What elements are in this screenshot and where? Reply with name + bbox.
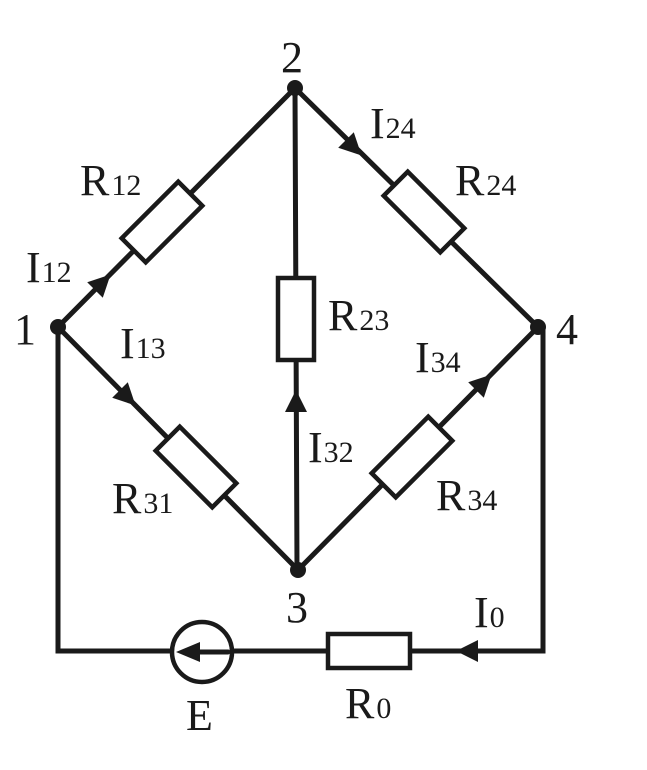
node-3-dot	[290, 562, 306, 578]
label-i32-sub: 32	[324, 436, 354, 469]
label-i34: I34	[415, 333, 461, 382]
node-2-dot	[287, 80, 303, 96]
label-r23-sub: 23	[359, 304, 389, 337]
resistor-r31	[152, 423, 240, 511]
label-i34-letter: I	[415, 333, 430, 382]
node-4-label: 4	[556, 305, 578, 354]
label-r0-sub: 0	[376, 692, 391, 725]
label-i0-letter: I	[474, 588, 489, 637]
label-i0: I0	[474, 588, 505, 637]
label-i34-sub: 34	[431, 346, 461, 379]
resistor-r34	[368, 413, 456, 501]
label-r31-sub: 31	[143, 487, 173, 520]
label-i24: I24	[370, 99, 416, 148]
label-r34-sub: 34	[467, 484, 497, 517]
label-i24-sub: 24	[386, 112, 416, 145]
label-i24-letter: I	[370, 99, 385, 148]
node-4-dot	[530, 319, 546, 335]
resistor-r23	[275, 275, 317, 363]
node-3-label: 3	[286, 583, 308, 632]
node-1-dot	[50, 319, 66, 335]
label-r12-letter: R	[80, 156, 110, 205]
node-1-label: 1	[14, 305, 36, 354]
arrow-i0-icon	[456, 640, 478, 662]
label-i32-letter: I	[308, 423, 323, 472]
resistor-r0	[325, 631, 413, 671]
label-r24-letter: R	[455, 156, 485, 205]
label-i32: I32	[308, 423, 354, 472]
label-r24-sub: 24	[486, 169, 516, 202]
label-r34-letter: R	[436, 471, 466, 520]
label-i12-letter: I	[26, 243, 41, 292]
label-r31-letter: R	[112, 474, 142, 523]
label-r0: R0	[345, 679, 391, 728]
label-r24: R24	[455, 156, 516, 205]
label-i13-sub: 13	[136, 332, 166, 365]
label-i13-letter: I	[120, 319, 135, 368]
label-i0-sub: 0	[490, 601, 505, 634]
emf-arrow-icon	[176, 642, 200, 662]
node-2-label: 2	[281, 33, 303, 82]
label-r12: R12	[80, 156, 141, 205]
label-i13: I13	[120, 319, 166, 368]
label-i12-sub: 12	[42, 256, 72, 289]
label-r0-letter: R	[345, 679, 375, 728]
resistor-r12	[118, 178, 206, 266]
wire-bottom-loop	[55, 324, 546, 654]
label-r31: R31	[112, 474, 173, 523]
label-e: E	[186, 691, 213, 740]
label-r23-letter: R	[328, 291, 358, 340]
label-r12-sub: 12	[111, 169, 141, 202]
label-r34: R34	[436, 471, 497, 520]
arrow-i32-icon	[285, 390, 307, 412]
label-i12: I12	[26, 243, 72, 292]
emf-source	[169, 619, 235, 685]
resistor-r24	[380, 168, 468, 256]
label-r23: R23	[328, 291, 389, 340]
